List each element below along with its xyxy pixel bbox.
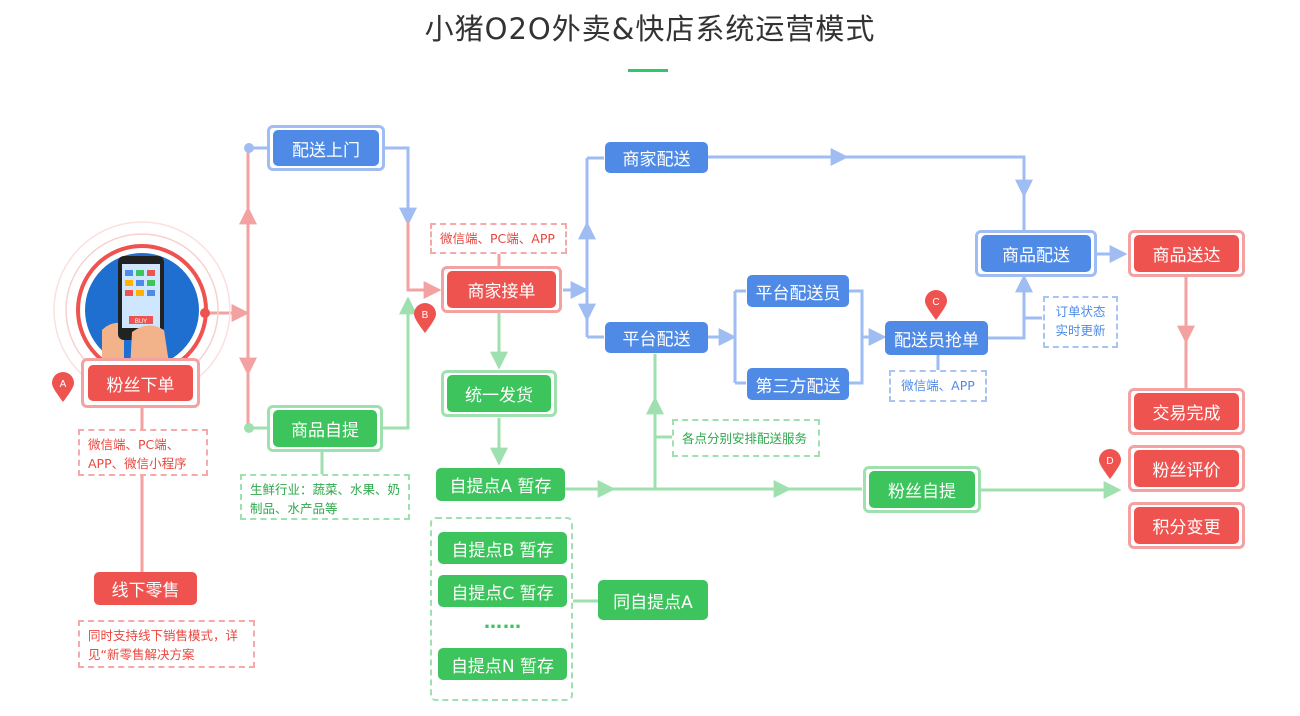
fans-pickup-node[interactable]: 粉丝自提 <box>869 471 975 508</box>
svg-text:B: B <box>422 310 429 321</box>
pickup-ellipsis: …… <box>484 612 522 633</box>
same-as-a-node[interactable]: 同自提点A <box>598 580 708 620</box>
marker-b-icon: B <box>414 303 436 333</box>
svg-text:D: D <box>1106 456 1113 467</box>
title-underline <box>628 69 668 72</box>
goods-arrive-node[interactable]: 商品送达 <box>1134 235 1239 272</box>
svg-text:A: A <box>60 379 67 390</box>
page-title: 小猪O2O外卖&快店系统运营模式 <box>424 12 876 46</box>
unified-ship-node[interactable]: 统一发货 <box>447 375 551 412</box>
line-door-to-merchant <box>384 146 417 226</box>
marker-c-icon: C <box>925 290 947 320</box>
line-grab-to-goods <box>988 274 1033 340</box>
marker-d-icon: D <box>1099 449 1121 479</box>
points-change-node[interactable]: 积分变更 <box>1134 507 1239 544</box>
svg-text:C: C <box>932 297 939 308</box>
pickup-a-node[interactable]: 自提点A 暂存 <box>436 468 565 501</box>
pickup-c-node[interactable]: 自提点C 暂存 <box>438 575 567 607</box>
courier-channels-note: 微信端、APP <box>889 370 987 402</box>
merchant-channels-note: 微信端、PC端、APP <box>430 223 567 254</box>
order-status-note: 订单状态实时更新 <box>1043 296 1118 348</box>
courier-grab-node[interactable]: 配送员抢单 <box>885 321 988 355</box>
pickup-group-frame <box>430 517 573 701</box>
line-door-merge <box>406 222 442 299</box>
order-channels-note: 微信端、PC端、APP、微信小程序 <box>78 429 208 476</box>
fans-review-node[interactable]: 粉丝评价 <box>1134 450 1239 487</box>
offline-note: 同时支持线下销售模式，详见“新零售解决方案 <box>78 620 255 668</box>
junction-dot <box>244 423 254 433</box>
platform-delivery-node[interactable]: 平台配送 <box>605 322 708 353</box>
third-party-node[interactable]: 第三方配送 <box>747 368 849 400</box>
pickup-service-note: 各点分别安排配送服务 <box>672 419 820 457</box>
offline-retail-node[interactable]: 线下零售 <box>94 572 197 605</box>
pickup-n-node[interactable]: 自提点N 暂存 <box>438 648 567 680</box>
merchant-delivery-node[interactable]: 商家配送 <box>605 142 708 173</box>
merchant-accept-node[interactable]: 商家接单 <box>447 271 556 308</box>
pickup-b-node[interactable]: 自提点B 暂存 <box>438 532 567 564</box>
line-merchant-delivery-top <box>708 155 1033 198</box>
fresh-industry-note: 生鲜行业：蔬菜、水果、奶制品、水产品等 <box>240 474 410 520</box>
line-pickup-to-merchant <box>382 296 417 430</box>
self-pickup-goods-node[interactable]: 商品自提 <box>273 410 377 447</box>
goods-delivery-node[interactable]: 商品配送 <box>981 235 1091 272</box>
marker-a-icon: A <box>52 372 74 402</box>
delivery-door-node[interactable]: 配送上门 <box>273 130 379 166</box>
fans-order-node[interactable]: 粉丝下单 <box>88 365 193 401</box>
phone-buy-label: BUY <box>135 319 147 325</box>
junction-dot <box>244 143 254 153</box>
line-courier-merge <box>849 289 864 385</box>
trade-done-node[interactable]: 交易完成 <box>1134 393 1239 430</box>
platform-courier-node[interactable]: 平台配送员 <box>747 275 849 307</box>
